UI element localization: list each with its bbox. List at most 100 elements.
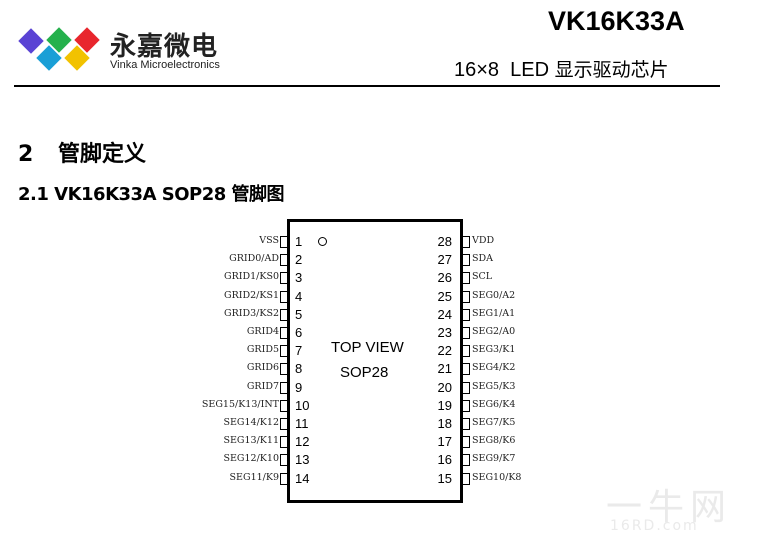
- pin-stub-right: [462, 309, 470, 321]
- pin-name: SEG7/K5: [472, 417, 516, 428]
- logo-company-cn: 永嘉微电: [110, 32, 219, 62]
- pin-stub-left: [280, 400, 288, 412]
- pin-number: 28: [437, 234, 452, 249]
- pin-name: VDD: [472, 235, 495, 246]
- header-divider: [14, 85, 720, 87]
- pin-name: VSS: [259, 235, 279, 246]
- pin-name: SEG15/K13/INT: [201, 399, 279, 410]
- pin-number: 27: [437, 252, 452, 267]
- pin-stub-left: [280, 291, 288, 303]
- section-number: 2: [18, 142, 34, 167]
- pin-name: GRID0/AD: [229, 253, 279, 264]
- pin-stub-right: [462, 418, 470, 430]
- pin-name: GRID4: [246, 326, 279, 337]
- pin-stub-right: [462, 473, 470, 485]
- pin-stub-right: [462, 272, 470, 284]
- pin-number: 16: [437, 452, 452, 467]
- pin-stub-left: [280, 363, 288, 375]
- pin-stub-right: [462, 382, 470, 394]
- pin-stub-left: [280, 436, 288, 448]
- pin-stub-left: [280, 327, 288, 339]
- pin-number: 3: [295, 270, 303, 285]
- pin-stub-left: [280, 272, 288, 284]
- pin-stub-right: [462, 236, 470, 248]
- pin-number: 20: [437, 380, 452, 395]
- pin-number: 13: [295, 452, 310, 467]
- package-label: SOP28: [340, 364, 389, 381]
- pin-number: 22: [437, 343, 452, 358]
- pin-stub-right: [462, 436, 470, 448]
- pin-name: SDA: [472, 253, 493, 264]
- pin-stub-left: [280, 309, 288, 321]
- subtitle: 16×8 LED 显示驱动芯片: [454, 55, 669, 82]
- watermark-cn: 一牛网: [606, 487, 733, 528]
- pin-number: 11: [295, 416, 309, 431]
- pin-name: SEG5/K3: [472, 381, 516, 392]
- pin-stub-left: [280, 382, 288, 394]
- pin-name: GRID3/KS2: [223, 308, 279, 319]
- pin-stub-right: [462, 363, 470, 375]
- pin-stub-left: [280, 473, 288, 485]
- pin-number: 24: [437, 307, 452, 322]
- pin-stub-right: [462, 327, 470, 339]
- pin-name: GRID1/KS0: [223, 271, 279, 282]
- pin-name: GRID5: [246, 344, 279, 355]
- pin1-marker-icon: [318, 237, 327, 246]
- pin-name: SEG4/K2: [472, 362, 516, 373]
- pin-stub-right: [462, 254, 470, 266]
- pin-number: 21: [437, 361, 452, 376]
- subtitle-cn: 显示驱动芯片: [554, 59, 669, 81]
- pin-number: 4: [295, 289, 303, 304]
- pin-stub-right: [462, 345, 470, 357]
- pin-name: SCL: [472, 271, 493, 282]
- pin-name: SEG14/K12: [223, 417, 279, 428]
- pin-number: 1: [295, 234, 303, 249]
- logo-diamond-purple-icon: [18, 28, 44, 54]
- pin-number: 26: [437, 270, 452, 285]
- pin-number: 10: [295, 398, 310, 413]
- pin-name: SEG12/K10: [223, 453, 279, 464]
- logo-company-en: Vinka Microelectronics: [110, 59, 220, 71]
- pin-stub-right: [462, 291, 470, 303]
- pin-name: SEG6/K4: [472, 399, 516, 410]
- pin-name: SEG0/A2: [472, 290, 516, 301]
- pin-name: SEG11/K9: [229, 472, 279, 483]
- pin-number: 2: [295, 252, 303, 267]
- pin-stub-left: [280, 345, 288, 357]
- pin-name: SEG2/A0: [472, 326, 516, 337]
- pin-stub-left: [280, 254, 288, 266]
- subsection-heading: 2.1 VK16K33A SOP28 管脚图: [18, 184, 285, 205]
- watermark-en: 16RD.com: [610, 518, 699, 534]
- pin-number: 19: [437, 398, 452, 413]
- pin-number: 7: [295, 343, 303, 358]
- pin-number: 23: [437, 325, 452, 340]
- pin-stub-left: [280, 418, 288, 430]
- pin-stub-right: [462, 454, 470, 466]
- pin-stub-left: [280, 454, 288, 466]
- subtitle-prefix: 16×8 LED: [454, 59, 555, 81]
- pin-name: SEG10/K8: [472, 472, 522, 483]
- section-title: 管脚定义: [58, 142, 147, 167]
- pin-stub-left: [280, 236, 288, 248]
- part-number: VK16K33A: [548, 6, 685, 36]
- top-view-label: TOP VIEW: [331, 339, 404, 356]
- pin-name: SEG8/K6: [472, 435, 516, 446]
- pin-name: GRID7: [246, 381, 279, 392]
- pin-number: 18: [437, 416, 452, 431]
- pin-number: 14: [295, 471, 310, 486]
- pin-number: 9: [295, 380, 303, 395]
- pin-name: SEG9/K7: [472, 453, 516, 464]
- pin-number: 15: [437, 471, 452, 486]
- pin-number: 6: [295, 325, 303, 340]
- section-heading: 2 管脚定义: [18, 136, 146, 168]
- pin-name: SEG3/K1: [472, 344, 516, 355]
- chip-body: [287, 219, 463, 503]
- pin-number: 12: [295, 434, 310, 449]
- pin-name: GRID2/KS1: [223, 290, 279, 301]
- pin-number: 8: [295, 361, 303, 376]
- pin-number: 25: [437, 289, 452, 304]
- pin-name: SEG13/K11: [223, 435, 279, 446]
- pin-name: SEG1/A1: [472, 308, 516, 319]
- pin-stub-right: [462, 400, 470, 412]
- pin-number: 17: [437, 434, 452, 449]
